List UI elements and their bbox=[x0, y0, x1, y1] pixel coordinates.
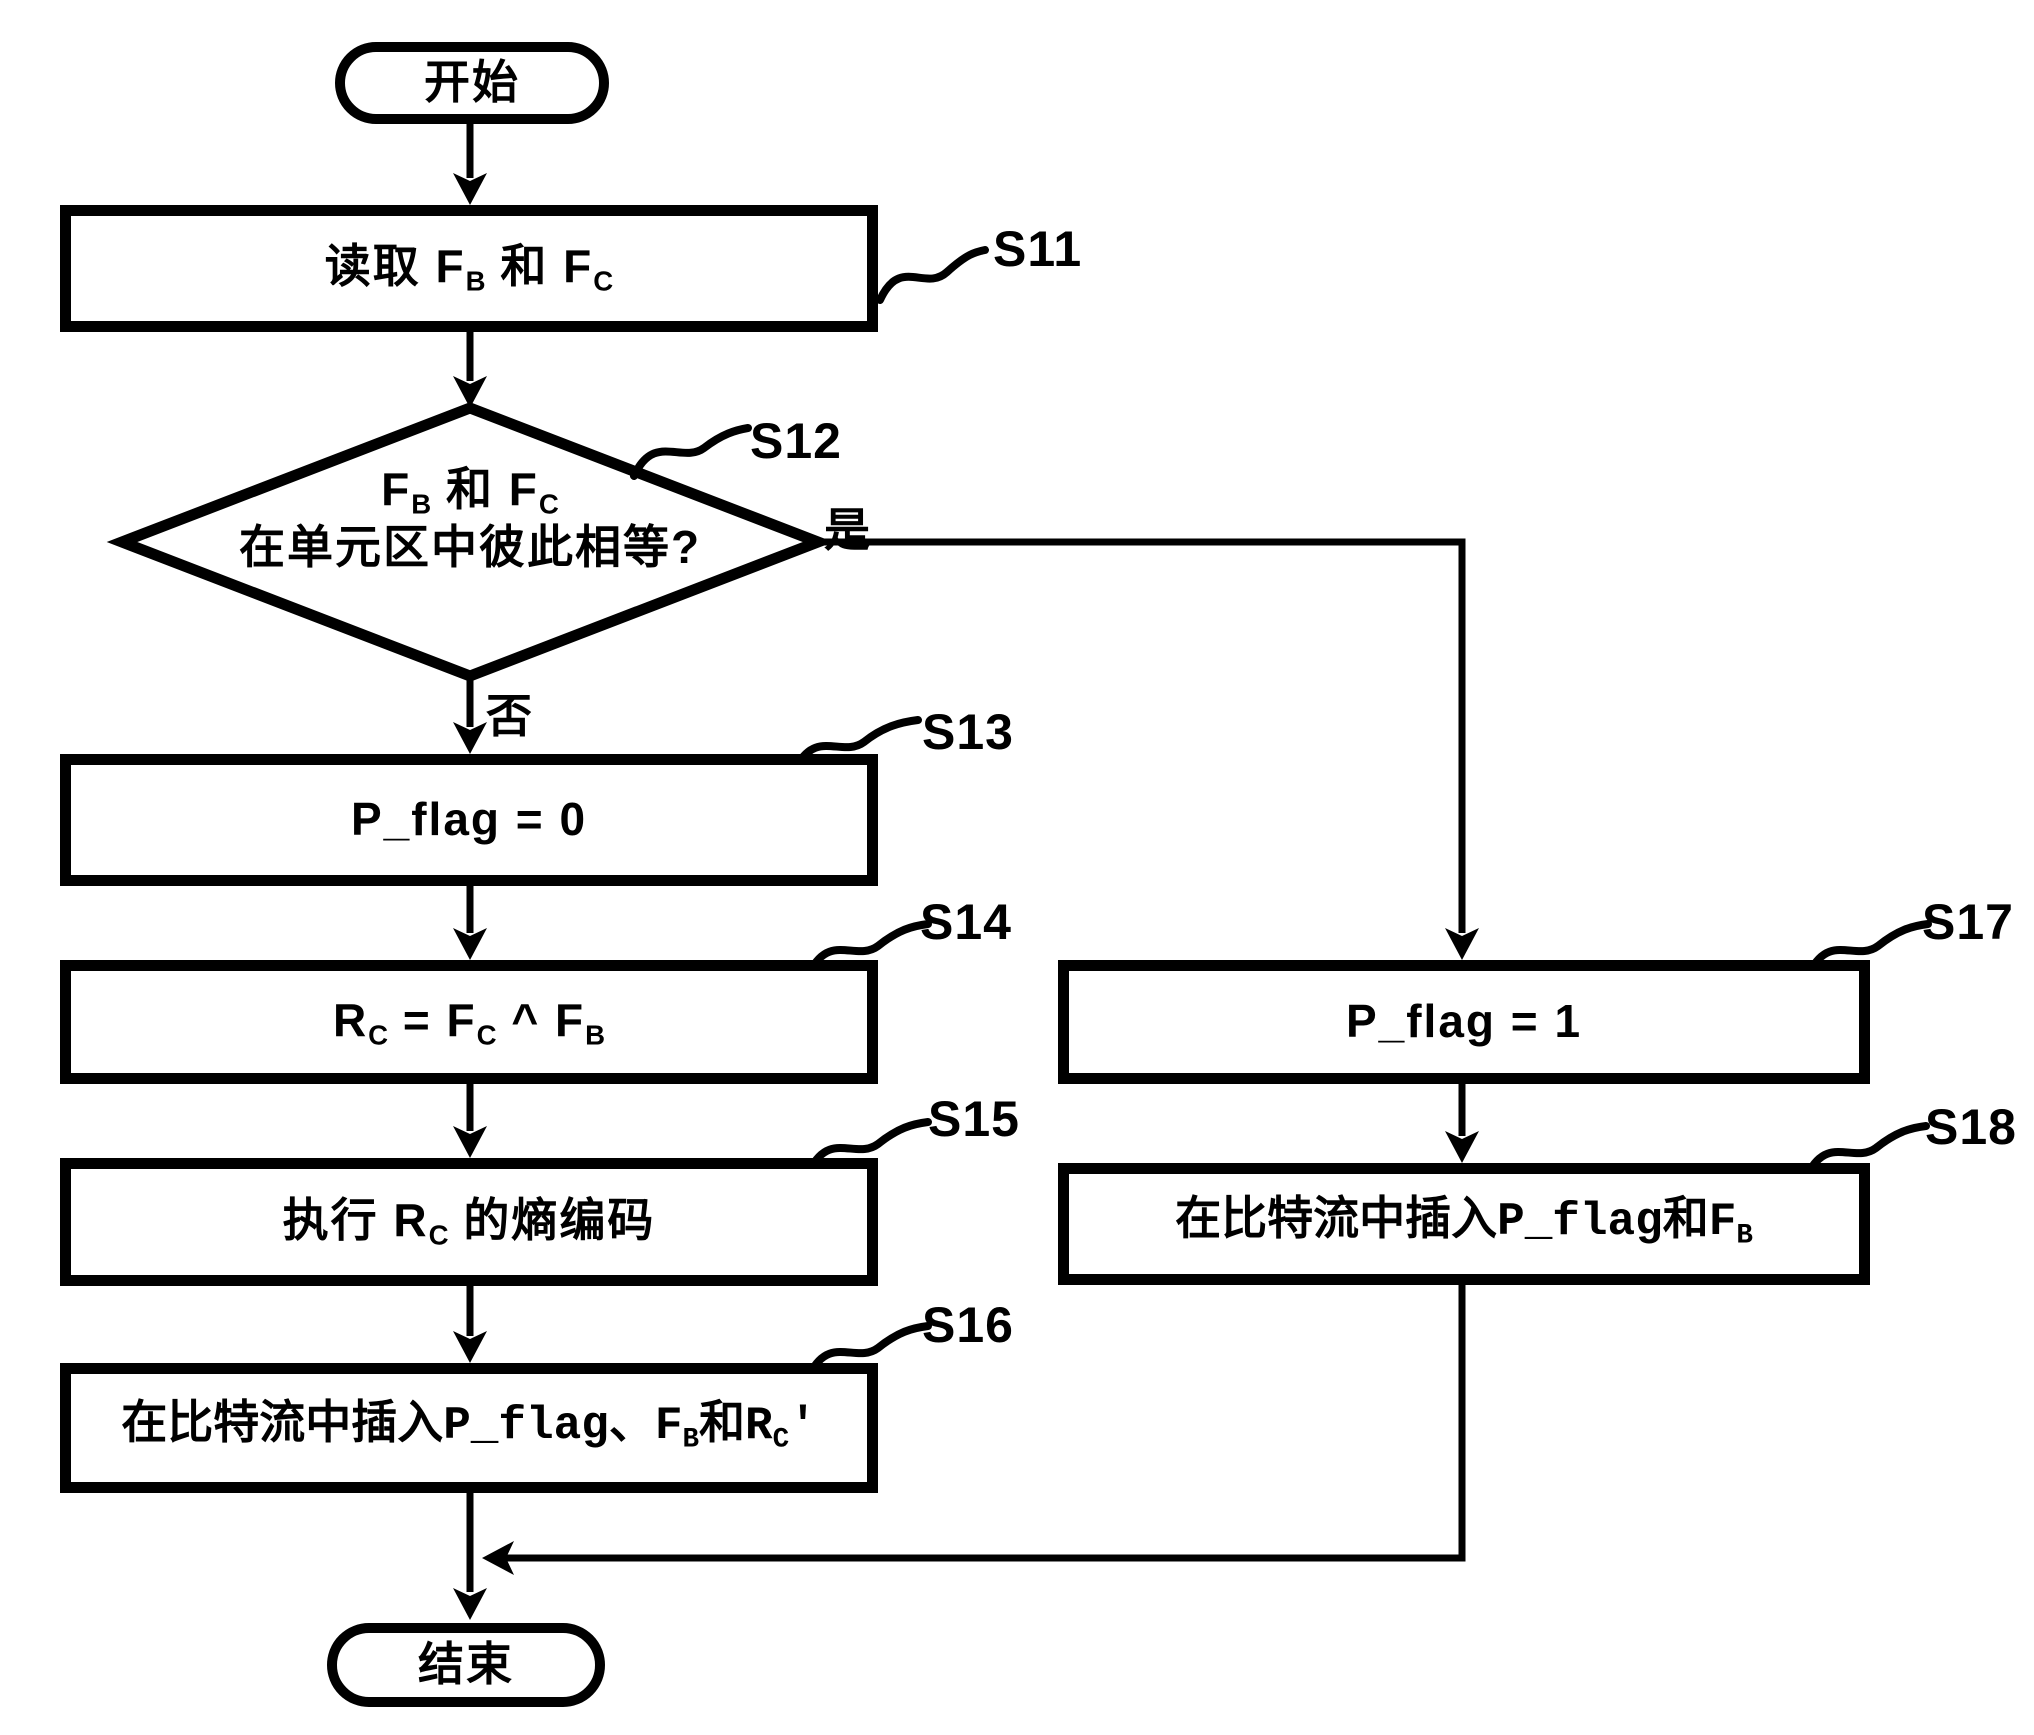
process-s16: 在比特流中插入P_flag、FB和RC' bbox=[60, 1363, 878, 1493]
squiggle-s17 bbox=[1806, 920, 1932, 976]
arrowhead-into-s18 bbox=[1445, 1131, 1479, 1163]
squiggle-s15 bbox=[806, 1118, 932, 1174]
s12-line2: 在单元区中彼此相等? bbox=[238, 521, 702, 574]
process-s14: RC = FC ^ FB bbox=[60, 960, 878, 1084]
squiggle-s18 bbox=[1804, 1122, 1930, 1178]
step-label-s15: S15 bbox=[928, 1091, 1020, 1147]
branch-label-yes: 是 bbox=[824, 504, 870, 556]
decision-s12-text: FB 和 FC 在单元区中彼此相等? bbox=[170, 462, 770, 576]
step-label-s13: S13 bbox=[922, 704, 1014, 760]
step-label-s11: S11 bbox=[993, 221, 1083, 277]
squiggle-s16 bbox=[806, 1322, 932, 1378]
arrowhead-into-s14 bbox=[453, 928, 487, 960]
s16-text: 在比特流中插入P_flag、FB和RC' bbox=[121, 1400, 817, 1456]
arrowhead-into-s11 bbox=[453, 173, 487, 205]
arrowhead-into-s17 bbox=[1445, 928, 1479, 960]
step-label-s12: S12 bbox=[750, 413, 842, 469]
step-label-s18: S18 bbox=[1925, 1099, 2017, 1155]
s12-line1: FB 和 FC bbox=[381, 463, 559, 520]
process-s11: 读取 FB 和 FC bbox=[60, 205, 878, 332]
process-s15: 执行 RC 的熵编码 bbox=[60, 1158, 878, 1286]
s17-text: P_flag = 1 bbox=[1345, 995, 1583, 1048]
s15-text: 执行 RC 的熵编码 bbox=[282, 1193, 656, 1251]
arrowhead-into-s16 bbox=[453, 1331, 487, 1363]
step-label-s14: S14 bbox=[920, 894, 1012, 950]
arrowheads bbox=[453, 173, 1479, 1620]
branch-label-no: 否 bbox=[486, 690, 532, 742]
arrowhead-merge-left bbox=[482, 1541, 514, 1575]
squiggle-s13 bbox=[792, 716, 922, 772]
line-s12-yes-to-s17 bbox=[818, 538, 1466, 933]
flow-lines bbox=[466, 123, 1466, 1592]
process-s13: P_flag = 0 bbox=[60, 754, 878, 886]
s14-text: RC = FC ^ FB bbox=[332, 993, 606, 1051]
step-label-s16: S16 bbox=[922, 1297, 1014, 1353]
s11-text: 读取 FB 和 FC bbox=[324, 240, 614, 297]
squiggle-s14 bbox=[806, 920, 932, 976]
start-label: 开始 bbox=[424, 56, 520, 109]
end-label: 结束 bbox=[418, 1638, 514, 1691]
arrowhead-into-s15 bbox=[453, 1126, 487, 1158]
process-s18: 在比特流中插入P_flag和FB bbox=[1058, 1163, 1870, 1285]
s13-text: P_flag = 0 bbox=[350, 793, 588, 846]
terminator-start: 开始 bbox=[335, 42, 609, 124]
s18-text: 在比特流中插入P_flag和FB bbox=[1175, 1196, 1753, 1252]
arrowhead-into-s13 bbox=[453, 722, 487, 754]
process-s17: P_flag = 1 bbox=[1058, 960, 1870, 1084]
label-squiggles bbox=[630, 246, 1932, 1378]
squiggle-s12 bbox=[630, 424, 752, 480]
step-label-s17: S17 bbox=[1922, 894, 2014, 950]
arrowhead-into-end bbox=[453, 1588, 487, 1620]
arrowhead-into-s12 bbox=[453, 376, 487, 408]
line-s18-to-merge bbox=[500, 1285, 1466, 1562]
squiggle-s11 bbox=[876, 246, 989, 304]
terminator-end: 结束 bbox=[327, 1623, 605, 1707]
